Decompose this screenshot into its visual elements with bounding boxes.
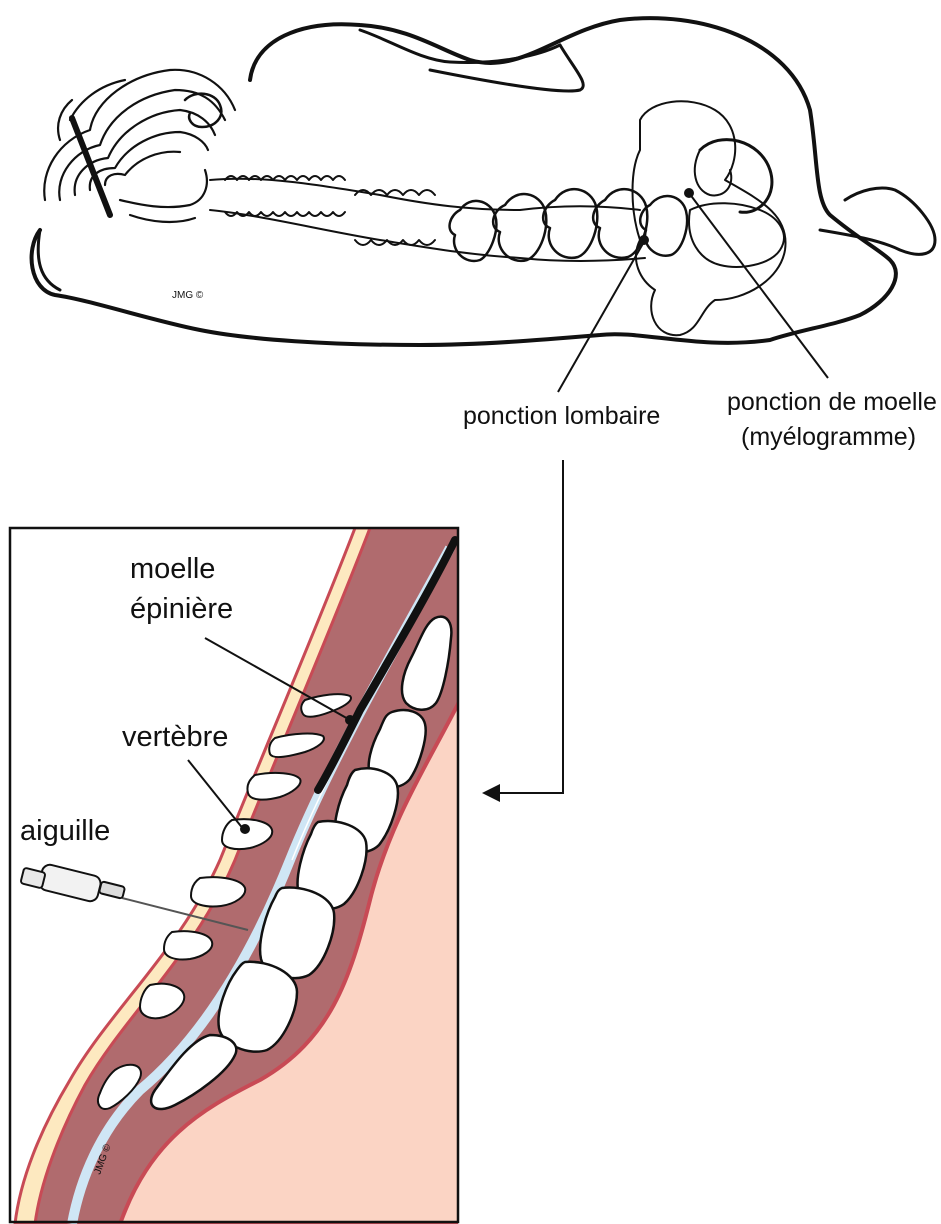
marrow-puncture-label-line1: ponction de moelle bbox=[727, 388, 937, 416]
spine-lower-edge bbox=[210, 210, 645, 261]
lumbar-vertebrae bbox=[450, 189, 687, 261]
connector-line bbox=[498, 460, 563, 793]
connector-arrowhead bbox=[482, 784, 500, 802]
callout-lines bbox=[558, 193, 828, 392]
spinal-cord-marker bbox=[345, 715, 355, 725]
spinal-cord-label-line1: moelle bbox=[130, 553, 215, 585]
spinal-cord-label-line2: épinière bbox=[130, 593, 233, 625]
patient-illustration bbox=[32, 18, 935, 345]
ear bbox=[185, 94, 221, 127]
marrow-puncture-label-line2: (myélogramme) bbox=[741, 423, 916, 451]
vertebra-label: vertèbre bbox=[122, 721, 228, 753]
spine-upper-edge bbox=[210, 179, 640, 210]
top-signature: JMG © bbox=[172, 290, 204, 301]
marrow-puncture-marker bbox=[684, 188, 694, 198]
spine-inset: moelle épinière vertèbre aiguille JMG © bbox=[10, 528, 470, 1224]
pillow bbox=[38, 230, 60, 290]
lumbar-leader-line bbox=[558, 240, 645, 392]
marrow-leader-line bbox=[689, 193, 828, 378]
vertebra-marker bbox=[240, 824, 250, 834]
lumbar-puncture-label: ponction lombaire bbox=[463, 402, 660, 430]
lumbar-puncture-marker bbox=[639, 235, 649, 245]
needle-label: aiguille bbox=[20, 815, 110, 847]
hair bbox=[44, 70, 235, 222]
